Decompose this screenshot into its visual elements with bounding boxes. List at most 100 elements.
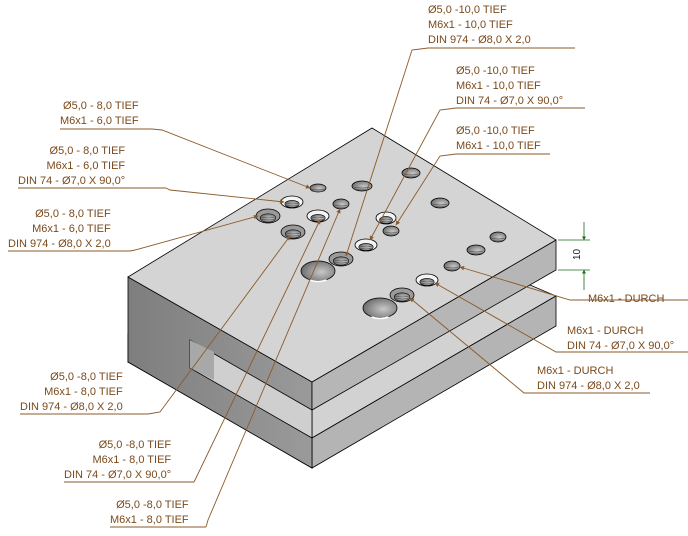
callout-line: M6x1 - DURCH — [588, 293, 665, 305]
callout-line: DIN 974 - Ø8,0 X 2,0 — [20, 401, 123, 413]
leader-line-c4 — [151, 128, 311, 189]
thread-line — [445, 266, 459, 269]
callout-line: DIN 74 - Ø7,0 X 90,0° — [567, 340, 675, 352]
callout-line: DIN 974 - Ø8,0 X 2,0 — [428, 34, 531, 46]
callout-c8: M6x1 - DURCH DIN 74 - Ø7,0 X 90,0° — [567, 324, 674, 354]
thread-line — [285, 202, 299, 205]
thread-line — [285, 204, 299, 207]
hole-cb — [328, 251, 354, 267]
callout-line: M6x1 - 6,0 TIEF — [32, 223, 111, 235]
hole-rim — [489, 231, 507, 243]
callout-line: Ø5,0 - 8,0 TIEF — [35, 208, 111, 220]
hole-cs — [354, 238, 378, 252]
thread-line — [432, 205, 448, 208]
hole-plain — [430, 197, 450, 209]
thread-line — [491, 237, 505, 240]
callout-line: Ø5,0 -10,0 TIEF — [456, 125, 535, 137]
thread-line — [395, 295, 409, 298]
callout-line: DIN 974 - Ø8,0 X 2,0 — [8, 238, 111, 250]
leader-line-c1 — [345, 47, 429, 257]
leader-line-c7 — [459, 266, 588, 301]
thread-line — [334, 261, 348, 264]
thread-line — [445, 268, 459, 271]
hole-plain — [443, 260, 461, 272]
hole-rim — [401, 167, 421, 179]
callout-line: Ø5,0 -8,0 TIEF — [116, 499, 189, 511]
callout-line: Ø5,0 -10,0 TIEF — [456, 65, 535, 77]
leader-line-c6 — [129, 214, 259, 252]
hole-rim — [382, 225, 400, 237]
hole-cs — [375, 211, 397, 225]
callout-line: Ø5,0 -10,0 TIEF — [428, 4, 507, 16]
hole-rim — [300, 260, 336, 282]
callout-line: M6x1 - 10,0 TIEF — [456, 140, 541, 152]
hole-plain — [489, 231, 507, 243]
callout-line: Ø5,0 - 8,0 TIEF — [63, 100, 139, 112]
hole-rim — [362, 297, 398, 319]
leader-line-c10 — [147, 235, 291, 415]
thread-line — [380, 220, 392, 223]
hole-plain — [382, 225, 400, 237]
hole-plain — [351, 180, 373, 192]
dim-value: 10 — [572, 248, 583, 260]
leader-line-c3 — [395, 153, 457, 226]
thread-line — [359, 247, 373, 250]
leaders-layer — [8, 47, 688, 528]
callout-line: M6x1 - 8,0 TIEF — [92, 454, 172, 466]
callout-line: M6x1 - 10,0 TIEF — [456, 80, 541, 92]
callout-c3: Ø5,0 -10,0 TIEF M6x1 - 10,0 TIEF — [456, 124, 541, 154]
callout-line: M6x1 - 6,0 TIEF — [46, 160, 126, 172]
thread-line — [395, 297, 409, 300]
callout-c12: Ø5,0 -8,0 TIEF M6x1 - 8,0 TIEF — [110, 498, 189, 528]
hole-cb — [280, 224, 306, 240]
thread-line — [261, 218, 275, 221]
hole-highlight — [371, 316, 389, 320]
hole-rim — [351, 180, 373, 192]
callout-line: M6x1 - 10,0 TIEF — [428, 19, 513, 31]
hole-cb — [255, 208, 281, 224]
callout-line: M6x1 - 8,0 TIEF — [110, 514, 189, 526]
thread-line — [384, 233, 398, 236]
thread-line — [432, 203, 448, 206]
callout-line: Ø5,0 -8,0 TIEF — [50, 371, 123, 383]
thread-line — [491, 239, 505, 242]
callout-c1: Ø5,0 -10,0 TIEF M6x1 - 10,0 TIEF DIN 974 -… — [428, 3, 531, 48]
hole-big — [362, 297, 398, 320]
leader-line-c2 — [369, 107, 457, 241]
hole-cs — [280, 195, 304, 209]
hole-plain — [332, 198, 350, 210]
callout-line: M6x1 - DURCH — [567, 325, 644, 337]
hole-cs — [415, 273, 439, 287]
hole-cb — [389, 287, 415, 303]
thread-line — [286, 232, 300, 235]
callout-line: DIN 74 - Ø7,0 X 90,0° — [18, 175, 126, 187]
hole-big — [300, 260, 336, 283]
hole-rim — [466, 244, 486, 256]
callout-line: M6x1 - 6,0 TIEF — [60, 115, 139, 127]
thread-line — [334, 259, 348, 262]
thread-line — [334, 204, 348, 207]
hole-rim — [332, 198, 350, 210]
callout-c5: Ø5,0 - 8,0 TIEF M6x1 - 6,0 TIEF DIN 74 - Ø… — [18, 144, 125, 189]
slot-inner-shadow — [190, 340, 214, 380]
thread-line — [286, 234, 300, 237]
hole-rim — [443, 260, 461, 272]
hole-plain — [466, 244, 486, 256]
callout-line: Ø5,0 - 8,0 TIEF — [49, 145, 126, 157]
thread-line — [311, 190, 325, 193]
leader-line-c5 — [165, 187, 285, 204]
callout-line: DIN 74 - Ø7,0 X 90,0° — [64, 469, 172, 481]
leader-line-c12 — [205, 208, 341, 528]
thread-line — [353, 186, 371, 189]
thread-line — [468, 252, 484, 255]
thread-line — [261, 216, 275, 219]
thread-line — [420, 280, 434, 283]
hole-plain — [309, 183, 327, 193]
thread-line — [334, 206, 348, 209]
hole-highlight — [309, 279, 327, 283]
